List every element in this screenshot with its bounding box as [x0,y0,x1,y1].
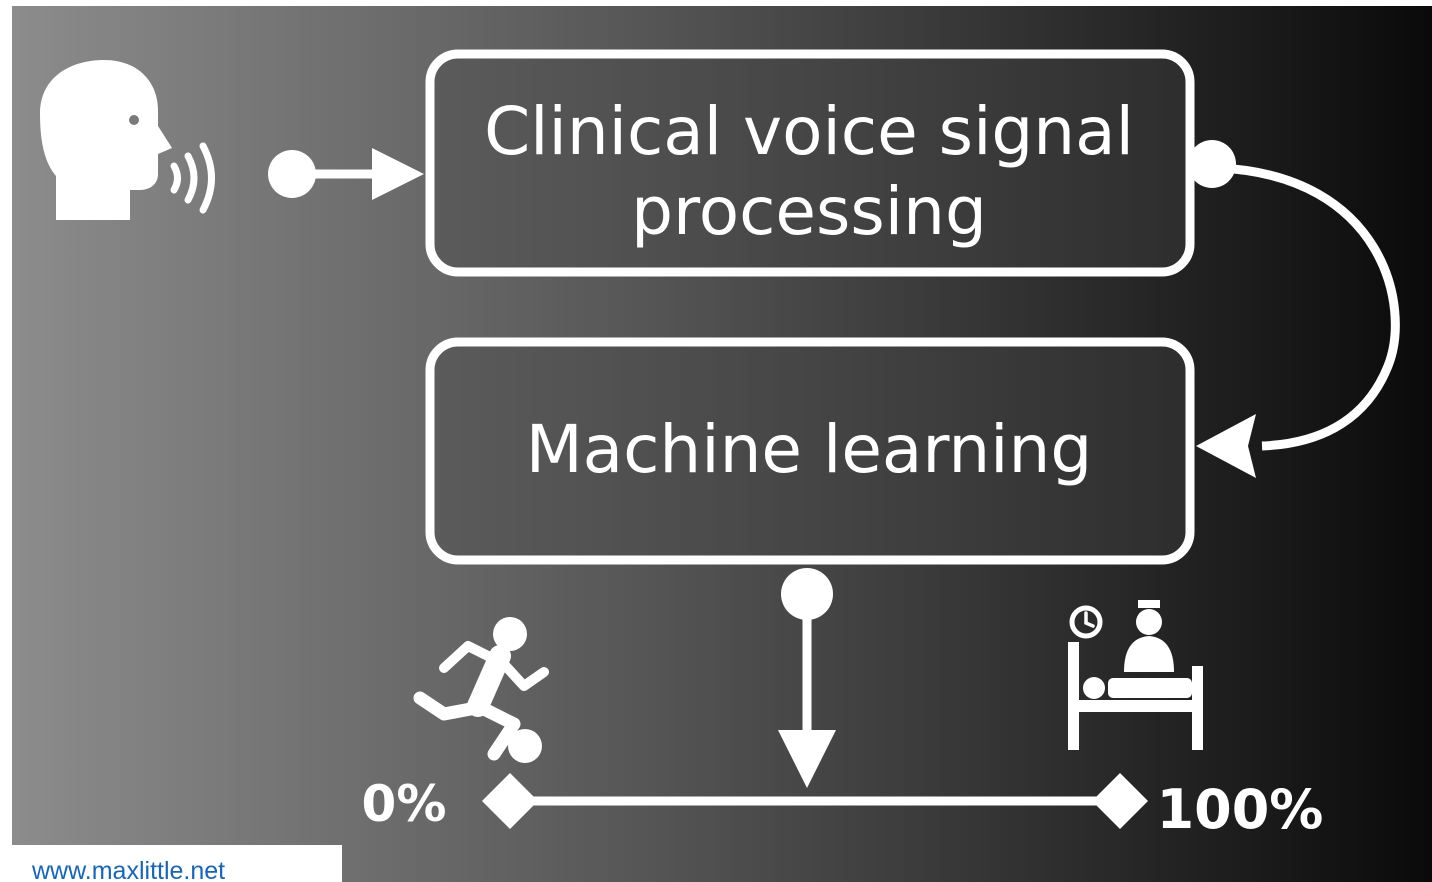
processing-to-learning-connector [1188,140,1400,478]
severity-scale [482,773,1148,829]
signal-processing-label-line2: processing [631,173,987,250]
input-connector [268,148,424,200]
scale-min-label: 0% [362,775,447,833]
diagram-slide: Clinical voice signal processing Machine… [12,6,1432,882]
speaking-head-icon [40,60,215,220]
website-watermark: www.maxlittle.net [0,845,342,882]
running-person-icon [413,617,549,763]
scale-max-label: 100% [1157,778,1324,841]
website-url[interactable]: www.maxlittle.net [32,857,226,882]
signal-processing-label-line1: Clinical voice signal [484,93,1134,170]
output-connector [778,568,836,788]
machine-learning-label: Machine learning [526,411,1093,488]
patient-bed-icon [1068,600,1203,750]
machine-learning-box [425,337,1195,565]
